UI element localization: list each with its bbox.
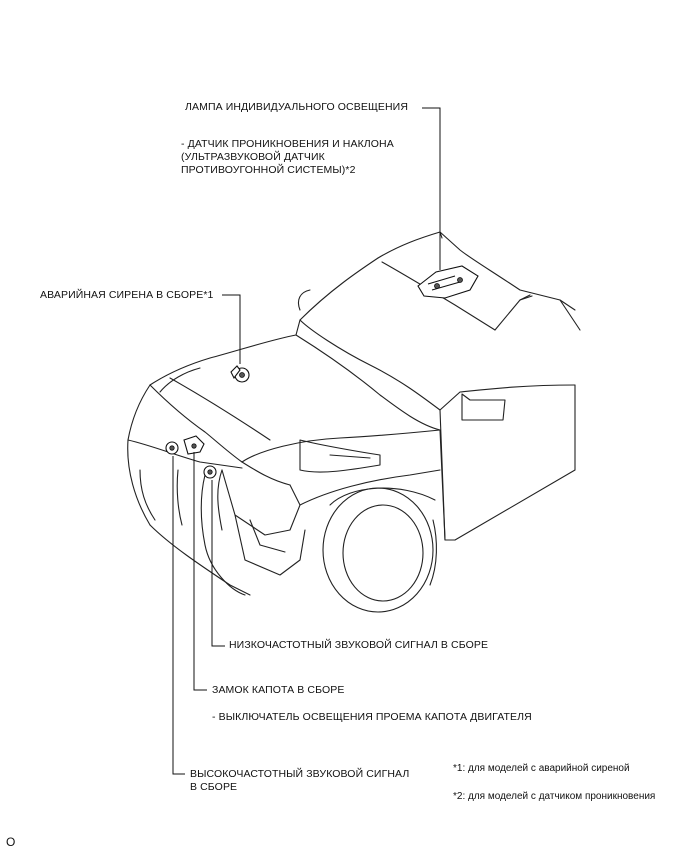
low-horn-part	[203, 465, 217, 479]
siren-label: АВАРИЙНАЯ СИРЕНА В СБОРЕ*1	[40, 289, 214, 301]
footnote-2: *2: для моделей с датчиком проникновения	[453, 791, 656, 802]
leader-siren	[222, 294, 241, 364]
hood-lock-label: ЗАМОК КАПОТА В СБОРЕ	[212, 684, 345, 696]
page-code: O	[6, 835, 16, 849]
high-horn-part	[165, 441, 179, 455]
leader-high-horn	[172, 456, 185, 775]
interior-lamp-label: ЛАМПА ИНДИВИДУАЛЬНОГО ОСВЕЩЕНИЯ	[185, 101, 409, 113]
siren-part	[230, 365, 250, 383]
leader-hood-lock	[193, 452, 207, 691]
hood-lock-part	[183, 435, 205, 455]
leader-lamp	[422, 107, 441, 270]
footnote-1: *1: для моделей с аварийной сиреной	[453, 763, 630, 774]
low-horn-label: НИЗКОЧАСТОТНЫЙ ЗВУКОВОЙ СИГНАЛ В СБОРЕ	[229, 639, 489, 651]
vehicle-outline	[127, 231, 581, 613]
interior-lamp-part	[417, 265, 479, 299]
intrusion-sensor-label: - ДАТЧИК ПРОНИКНОВЕНИЯ И НАКЛОНА (УЛЬТРА…	[181, 138, 394, 176]
high-horn-label: ВЫСОКОЧАСТОТНЫЙ ЗВУКОВОЙ СИГНАЛ В СБОРЕ	[190, 768, 410, 793]
leader-low-horn	[211, 480, 225, 647]
hood-switch-label: - ВЫКЛЮЧАТЕЛЬ ОСВЕЩЕНИЯ ПРОЕМА КАПОТА ДВ…	[212, 711, 532, 723]
